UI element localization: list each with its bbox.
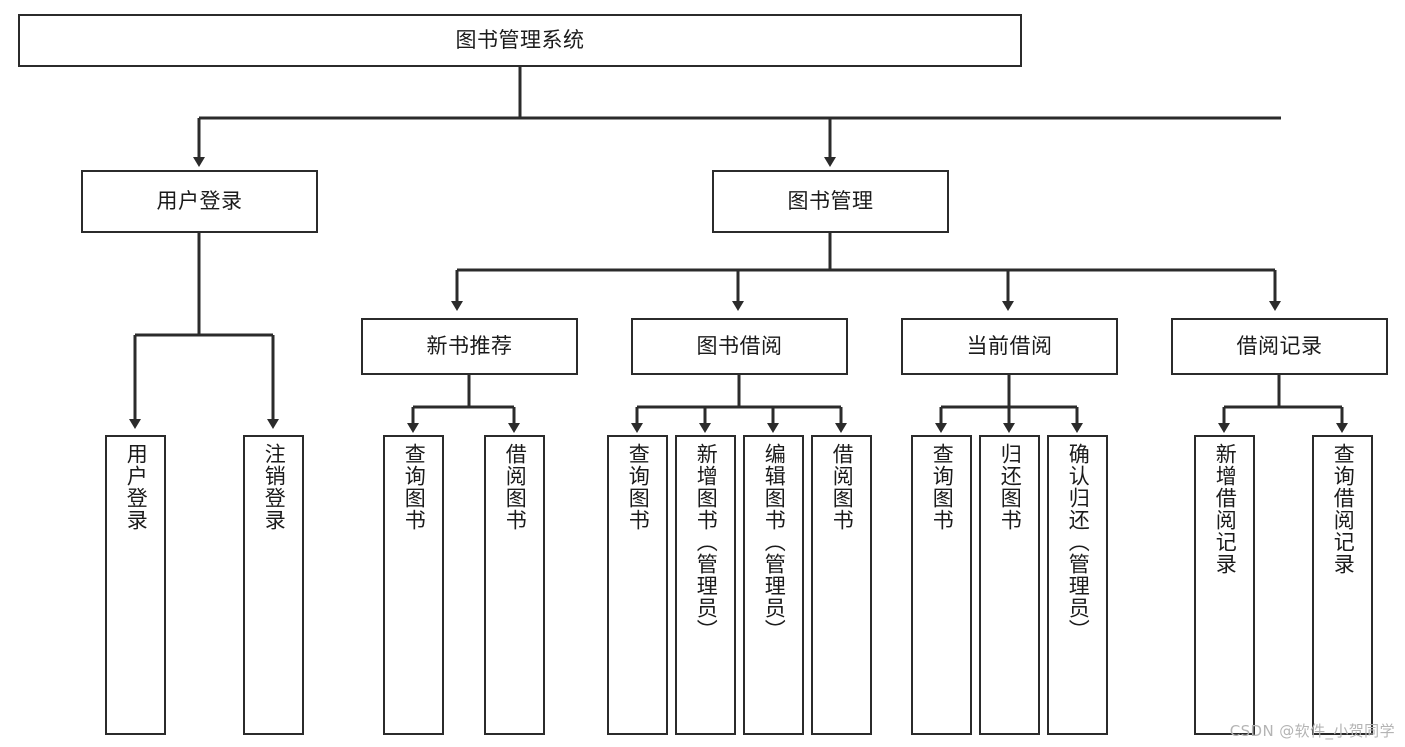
leaf-borrow-query[interactable]: 查询图书 — [607, 435, 668, 735]
node-current-borrow-label: 当前借阅 — [966, 333, 1053, 358]
leaf-borrow-query-label: 查询图书 — [626, 443, 651, 531]
node-user-login-label: 用户登录 — [156, 188, 243, 213]
leaf-current-confirm-return[interactable]: 确认归还（管理员） — [1047, 435, 1108, 735]
leaf-current-return-label: 归还图书 — [998, 443, 1023, 531]
leaf-borrow-borrow[interactable]: 借阅图书 — [811, 435, 872, 735]
leaf-current-confirm-return-label: 确认归还（管理员） — [1066, 443, 1091, 641]
leaf-user-login-logout-label: 注销登录 — [262, 443, 287, 531]
leaf-current-query-label: 查询图书 — [930, 443, 955, 531]
node-borrow-record-label: 借阅记录 — [1236, 333, 1323, 358]
leaf-borrow-add-label: 新增图书（管理员） — [694, 443, 719, 641]
node-current-borrow[interactable]: 当前借阅 — [901, 318, 1118, 375]
node-new-book-recommend[interactable]: 新书推荐 — [361, 318, 578, 375]
node-book-borrow[interactable]: 图书借阅 — [631, 318, 848, 375]
leaf-borrow-edit[interactable]: 编辑图书（管理员） — [743, 435, 804, 735]
leaf-current-query[interactable]: 查询图书 — [911, 435, 972, 735]
leaf-new-book-query[interactable]: 查询图书 — [383, 435, 444, 735]
leaf-user-login-login[interactable]: 用户登录 — [105, 435, 166, 735]
leaf-borrow-borrow-label: 借阅图书 — [830, 443, 855, 531]
leaf-borrow-add[interactable]: 新增图书（管理员） — [675, 435, 736, 735]
node-book-management[interactable]: 图书管理 — [712, 170, 949, 233]
node-new-book-recommend-label: 新书推荐 — [426, 333, 513, 358]
node-root-label: 图书管理系统 — [455, 27, 585, 52]
node-book-borrow-label: 图书借阅 — [696, 333, 783, 358]
node-root[interactable]: 图书管理系统 — [18, 14, 1022, 67]
leaf-new-book-borrow[interactable]: 借阅图书 — [484, 435, 545, 735]
leaf-user-login-logout[interactable]: 注销登录 — [243, 435, 304, 735]
leaf-record-query-label: 查询借阅记录 — [1331, 443, 1356, 575]
leaf-new-book-query-label: 查询图书 — [402, 443, 427, 531]
node-borrow-record[interactable]: 借阅记录 — [1171, 318, 1388, 375]
leaf-current-return[interactable]: 归还图书 — [979, 435, 1040, 735]
leaf-record-add-label: 新增借阅记录 — [1213, 443, 1238, 575]
leaf-borrow-edit-label: 编辑图书（管理员） — [762, 443, 787, 641]
node-book-management-label: 图书管理 — [787, 188, 874, 213]
node-user-login[interactable]: 用户登录 — [81, 170, 318, 233]
leaf-new-book-borrow-label: 借阅图书 — [503, 443, 528, 531]
leaf-record-add[interactable]: 新增借阅记录 — [1194, 435, 1255, 735]
leaf-record-query[interactable]: 查询借阅记录 — [1312, 435, 1373, 735]
leaf-user-login-login-label: 用户登录 — [124, 443, 149, 531]
csdn-watermark: CSDN @软件_小贺同学 — [1229, 722, 1395, 740]
